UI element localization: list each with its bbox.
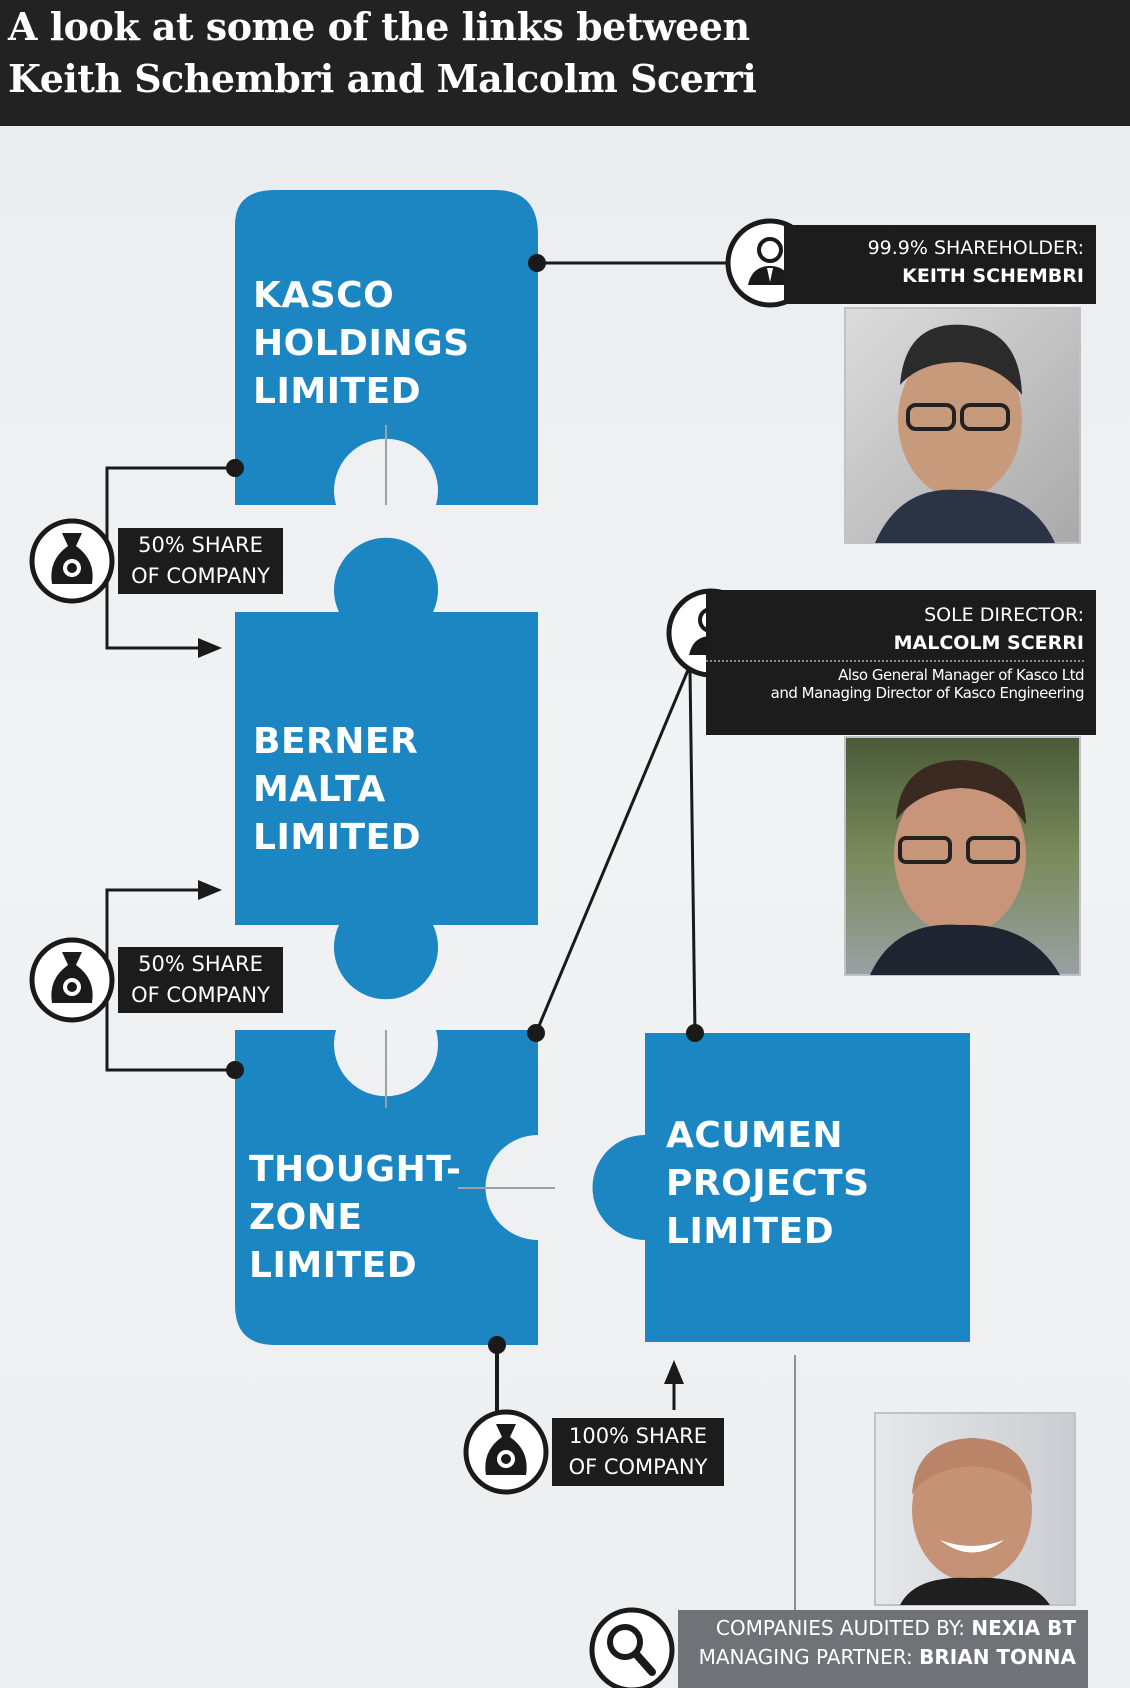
brian-tonna-photo [874, 1412, 1076, 1606]
share-label-thoughtzone-acumen: 100% SHARE OF COMPANY [552, 1418, 724, 1486]
schembri-name: KEITH SCHEMBRI [902, 265, 1084, 287]
share-label-kasco-berner: 50% SHARE OF COMPANY [118, 528, 283, 594]
headline-line-1: A look at some of the links between [8, 4, 750, 49]
scerri-label: SOLE DIRECTOR: MALCOLM SCERRI Also Gener… [706, 590, 1096, 735]
scerri-role: SOLE DIRECTOR: [924, 604, 1084, 626]
money-bag-euro-icon [29, 937, 115, 1023]
kasco-holdings-puzzle-piece [235, 190, 538, 505]
thought-zone-puzzle-piece [235, 1030, 555, 1345]
scerri-director-connector [527, 669, 704, 1042]
kasco-holdings-name: KASCO HOLDINGS LIMITED [253, 275, 470, 412]
schembri-role: 99.9% SHAREHOLDER: [867, 237, 1084, 259]
dotted-divider [706, 660, 1084, 662]
malcolm-scerri-photo [844, 736, 1081, 976]
share-label-thoughtzone-berner: 50% SHARE OF COMPANY [118, 947, 283, 1013]
keith-schembri-photo [844, 307, 1081, 544]
scerri-note-line-1: Also General Manager of Kasco Ltd [838, 666, 1084, 684]
headline-line-2: Keith Schembri and Malcolm Scerri [8, 56, 757, 101]
thought-zone-name: THOUGHT- ZONE LIMITED [249, 1149, 462, 1286]
schembri-label: 99.9% SHAREHOLDER: KEITH SCHEMBRI [784, 225, 1096, 304]
thoughtzone-acumen-share-connector [488, 1336, 684, 1420]
magnifier-icon [589, 1607, 675, 1688]
acumen-projects-name: ACUMEN PROJECTS LIMITED [666, 1115, 870, 1252]
money-bag-euro-icon [29, 518, 115, 604]
header-band: A look at some of the links between Keit… [0, 0, 1130, 126]
acumen-projects-puzzle-piece [592, 1033, 970, 1342]
berner-malta-name: BERNER MALTA LIMITED [253, 721, 422, 858]
berner-malta-puzzle-piece [235, 537, 538, 1000]
kasco-schembri-connector [528, 254, 735, 272]
auditor-label: COMPANIES AUDITED BY: NEXIA BT MANAGING … [678, 1610, 1088, 1688]
auditor-line-1: COMPANIES AUDITED BY: NEXIA BT [715, 1616, 1076, 1640]
scerri-name: MALCOLM SCERRI [893, 632, 1084, 654]
money-bag-euro-icon [463, 1409, 549, 1495]
scerri-note-line-2: and Managing Director of Kasco Engineeri… [770, 684, 1085, 702]
auditor-line-2: MANAGING PARTNER: BRIAN TONNA [698, 1645, 1076, 1669]
